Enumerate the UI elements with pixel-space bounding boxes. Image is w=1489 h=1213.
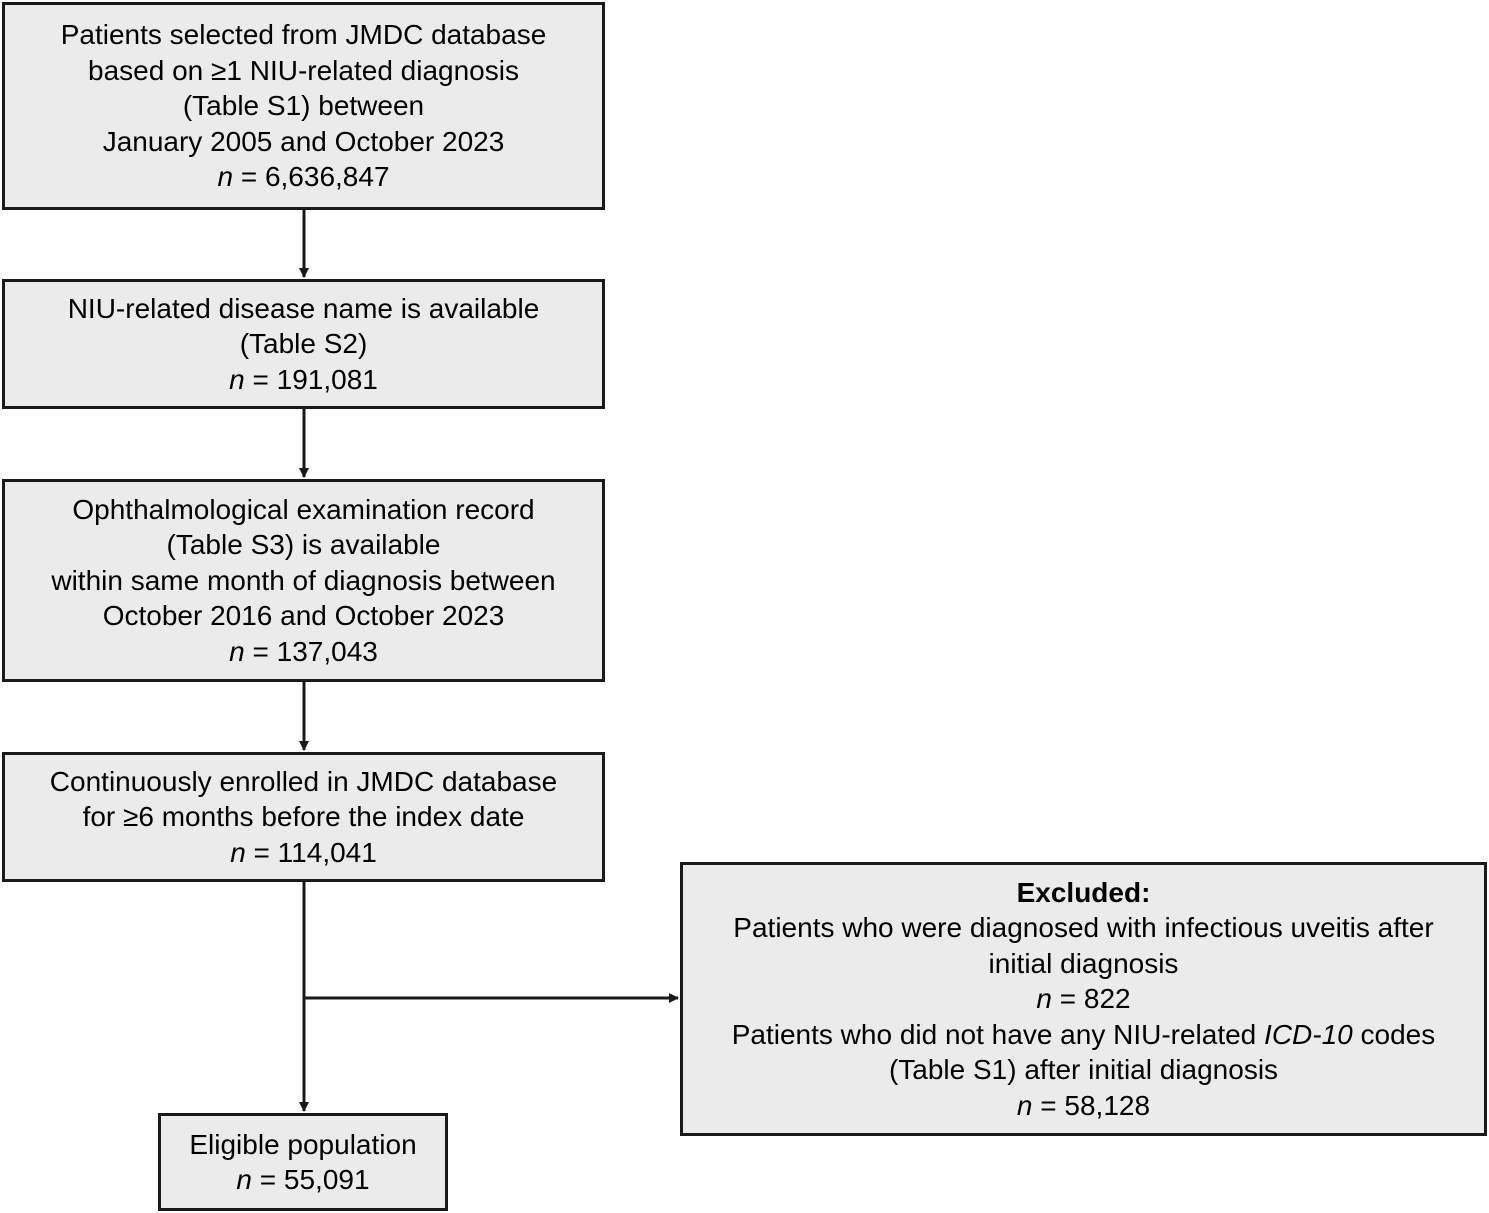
box-line: October 2016 and October 2023 — [102, 600, 505, 632]
box-line: NIU-related disease name is available — [67, 292, 540, 324]
icd10-term: ICD-10 — [1264, 1018, 1353, 1050]
n-symbol: n — [1036, 983, 1052, 1015]
box-line: Eligible population — [189, 1128, 417, 1160]
box-line: (Table S1) after initial diagnosis — [888, 1054, 1279, 1086]
count-line: n = 6,636,847 — [217, 159, 389, 195]
count-value: = 137,043 — [244, 635, 378, 667]
count-value: = 6,636,847 — [233, 161, 390, 193]
n-symbol: n — [229, 635, 245, 667]
count-value: = 55,091 — [252, 1164, 370, 1195]
box-line: within same month of diagnosis between — [51, 564, 556, 596]
n-symbol: n — [230, 836, 246, 868]
box-line: Patients selected from JMDC database — [60, 19, 547, 51]
box-eligible-population: Eligible population n = 55,091 — [158, 1113, 448, 1211]
n-symbol: n — [236, 1164, 252, 1195]
box-excluded: Excluded: Patients who were diagnosed wi… — [680, 862, 1487, 1136]
box-line: (Table S1) between — [182, 90, 425, 122]
box-line: Continuously enrolled in JMDC database — [49, 765, 558, 797]
count-value: = 114,041 — [245, 836, 377, 868]
box-line: January 2005 and October 2023 — [102, 125, 505, 157]
count-line: n = 55,091 — [236, 1162, 369, 1198]
count-line: n = 822 — [1036, 981, 1130, 1017]
count-value: = 191,081 — [244, 363, 378, 395]
box-line: for ≥6 months before the index date — [82, 801, 525, 833]
box-line: based on ≥1 NIU-related diagnosis — [88, 54, 519, 86]
n-symbol: n — [229, 363, 245, 395]
box-line: (Table S3) is available — [166, 529, 441, 561]
box-patients-selected: Patients selected from JMDC database bas… — [2, 2, 605, 210]
n-symbol: n — [1016, 1089, 1033, 1121]
box-continuously-enrolled: Continuously enrolled in JMDC database f… — [2, 752, 605, 882]
count-line: n = 58,128 — [1017, 1088, 1150, 1124]
box-line: (Table S2) — [239, 328, 368, 360]
count-value: = 822 — [1051, 983, 1131, 1015]
n-symbol: n — [217, 161, 234, 193]
excluded-heading: Excluded: — [1016, 876, 1151, 908]
reason2-text: Patients who did not have any NIU-relate… — [731, 1018, 1265, 1050]
count-line: n = 137,043 — [229, 634, 378, 670]
box-line: initial diagnosis — [988, 947, 1179, 979]
box-disease-name-available: NIU-related disease name is available (T… — [2, 279, 605, 409]
box-line: Ophthalmological examination record — [72, 493, 535, 525]
box-line: Patients who were diagnosed with infecti… — [733, 912, 1434, 944]
box-ophthalmological-record: Ophthalmological examination record (Tab… — [2, 479, 605, 682]
count-line: n = 191,081 — [229, 362, 378, 398]
count-line: n = 114,041 — [230, 835, 377, 871]
count-value: = 58,128 — [1032, 1089, 1151, 1121]
reason2-text-end: codes — [1352, 1018, 1436, 1050]
box-line: Patients who did not have any NIU-relate… — [732, 1017, 1436, 1053]
